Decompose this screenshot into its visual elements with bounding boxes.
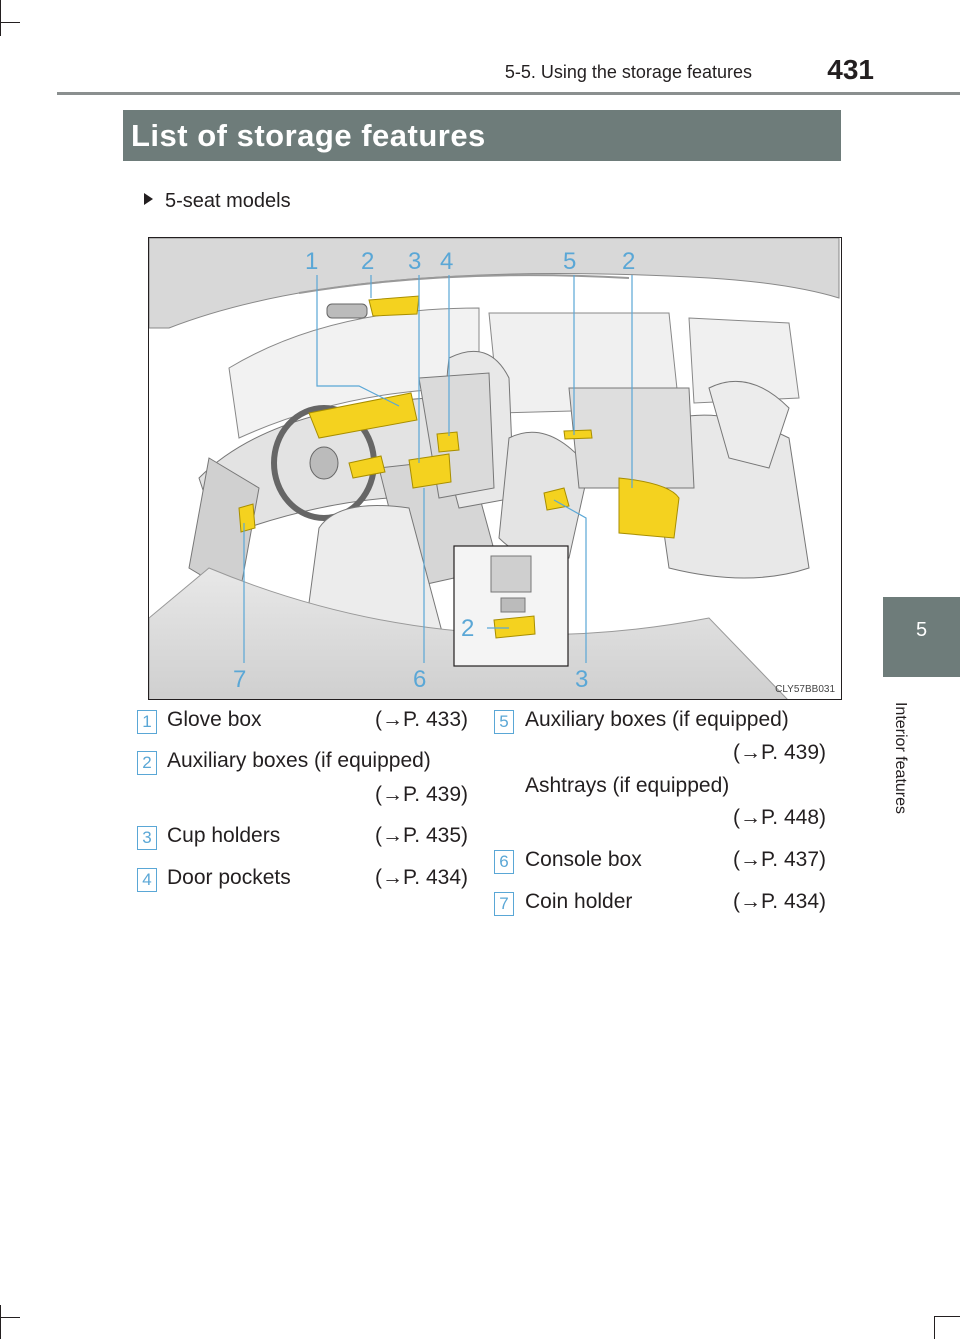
legend-label: Coin holder — [525, 890, 633, 913]
callout-3b: 3 — [575, 666, 589, 693]
legend-badge: 6 — [494, 850, 514, 874]
callout-1: 1 — [305, 248, 319, 275]
crop-mark — [934, 1316, 960, 1317]
header-rule — [57, 92, 960, 95]
legend-label: Glove box — [167, 708, 262, 731]
legend-label: Cup holders — [167, 824, 281, 847]
legend-ref: (→P. 439) — [375, 783, 468, 806]
crop-mark — [0, 1305, 1, 1339]
legend-label: Auxiliary boxes (if equipped) — [525, 708, 789, 731]
callout-7: 7 — [233, 666, 247, 693]
interior-illustration: 1 2 3 4 5 2 7 6 3 2 CLY57BB031 — [148, 237, 842, 700]
chapter-number: 5 — [915, 619, 928, 641]
legend-label: Console box — [525, 848, 642, 871]
chapter-tab: 5 — [883, 597, 960, 677]
legend-badge: 2 — [137, 751, 157, 775]
legend-badge: 7 — [494, 892, 514, 916]
callout-2: 2 — [361, 248, 375, 275]
crop-mark — [0, 22, 20, 23]
subheading: 5-seat models — [144, 190, 291, 213]
running-header-section: 5-5. Using the storage features — [504, 62, 752, 82]
chapter-title: Interior features — [880, 688, 920, 828]
chapter-title-text: Interior features — [892, 701, 909, 815]
legend-ref-secondary: (→P. 448) — [733, 806, 826, 829]
legend-ref: (→P. 437) — [733, 848, 826, 871]
car-interior-drawing — [149, 238, 840, 699]
legend-ref: (→P. 434) — [375, 866, 468, 889]
callout-6: 6 — [413, 666, 427, 693]
legend-badge: 4 — [137, 868, 157, 892]
subheading-text: 5-seat models — [165, 190, 291, 212]
figure-code: CLY57BB031 — [775, 684, 835, 695]
crop-mark — [0, 0, 1, 36]
section-title: List of storage features — [131, 118, 486, 153]
legend-ref: (→P. 433) — [375, 708, 468, 731]
legend-label: Auxiliary boxes (if equipped) — [167, 749, 431, 772]
legend-badge: 1 — [137, 710, 157, 734]
callout-3: 3 — [408, 248, 422, 275]
legend-ref: (→P. 434) — [733, 890, 826, 913]
legend-label-secondary: Ashtrays (if equipped) — [525, 774, 730, 797]
triangle-bullet-icon — [144, 193, 153, 205]
legend-label: Door pockets — [167, 866, 291, 889]
crop-mark — [0, 1317, 20, 1318]
legend-ref: (→P. 439) — [733, 741, 826, 764]
page-number: 431 — [827, 54, 874, 85]
callout-4: 4 — [440, 248, 454, 275]
callout-2b: 2 — [622, 248, 636, 275]
legend-badge: 5 — [494, 710, 514, 734]
legend-badge: 3 — [137, 826, 157, 850]
section-title-band: List of storage features — [123, 110, 841, 161]
crop-mark — [934, 1316, 935, 1339]
callout-5: 5 — [563, 248, 577, 275]
callout-2c: 2 — [461, 615, 475, 642]
legend-ref: (→P. 435) — [375, 824, 468, 847]
